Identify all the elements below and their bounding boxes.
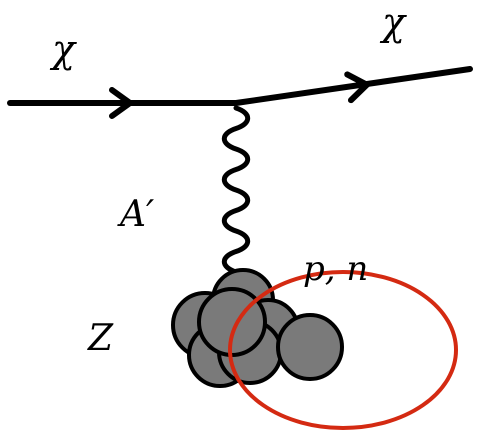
mediator-wavy-line xyxy=(221,105,251,275)
knocked-nucleon xyxy=(276,313,344,381)
label-chi-out: χ xyxy=(379,0,407,44)
highlight-ellipse xyxy=(228,270,458,430)
outgoing-fermion-line xyxy=(233,66,473,106)
label-chi-in: χ xyxy=(49,27,77,71)
label-nucleons: p, n xyxy=(303,249,368,289)
label-mediator: A′ xyxy=(117,194,154,235)
label-nucleus: Z xyxy=(87,318,114,359)
nucleus-cluster xyxy=(171,268,300,388)
incoming-arrow-icon xyxy=(109,87,136,119)
outgoing-arrow-icon xyxy=(344,71,372,104)
